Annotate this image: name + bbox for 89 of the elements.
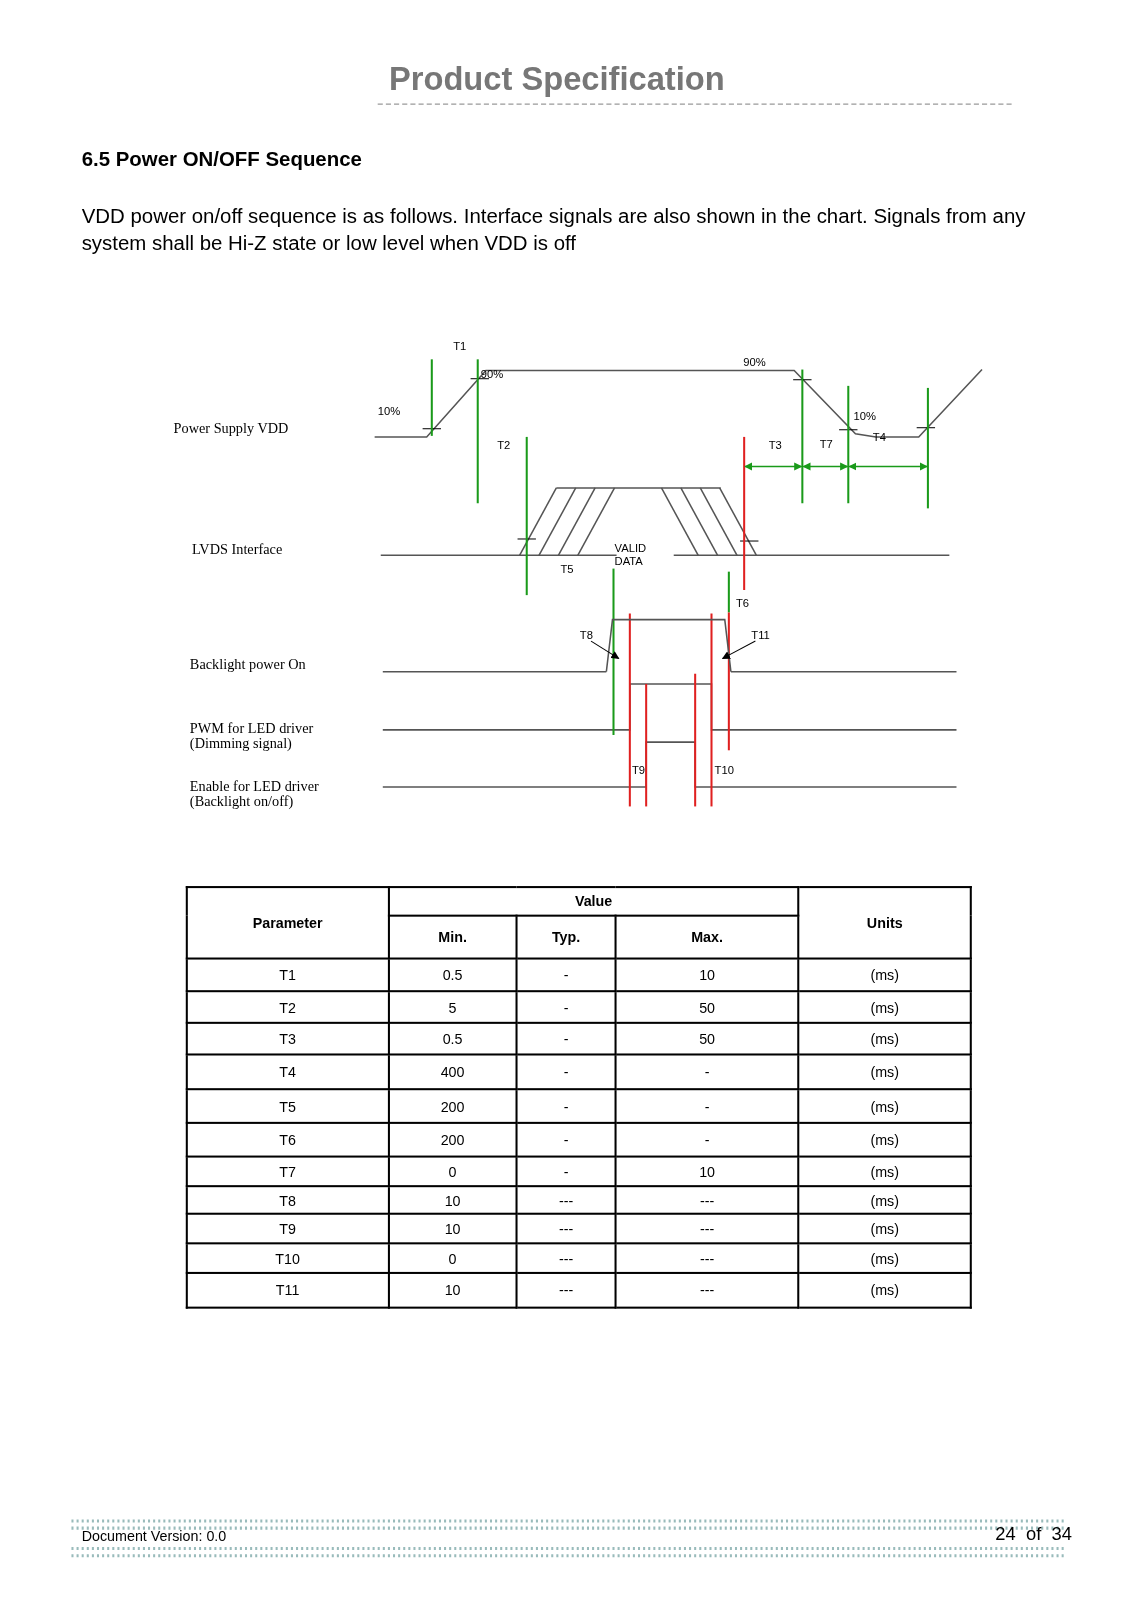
level-label: 10% xyxy=(853,409,876,422)
table-cell: 0.5 xyxy=(388,958,517,992)
table-cell: (ms) xyxy=(798,1213,971,1244)
page-number: 24 of 34 xyxy=(995,1525,1072,1546)
signal-name: LVDS Interface xyxy=(191,542,283,558)
table-cell: T1 xyxy=(186,958,389,992)
table-cell: 200 xyxy=(388,1122,517,1157)
table-cell: T6 xyxy=(186,1122,389,1157)
section-heading: 6.5 Power ON/OFF Sequence xyxy=(81,148,362,171)
table-cell: - xyxy=(516,1122,616,1157)
timing-label: T11 xyxy=(751,628,770,642)
table-cell: (ms) xyxy=(798,1022,971,1055)
table-cell: - xyxy=(615,1122,799,1157)
table-cell: 10 xyxy=(388,1213,517,1244)
table-cell: --- xyxy=(516,1213,616,1244)
table-cell: - xyxy=(615,1054,799,1090)
table-cell: 50 xyxy=(615,1022,799,1055)
table-cell: (ms) xyxy=(798,1089,971,1123)
timing-label: T3 xyxy=(768,438,782,452)
table-cell: T3 xyxy=(186,1022,389,1055)
timing-label: T2 xyxy=(497,438,511,452)
table-cell: --- xyxy=(615,1213,799,1244)
leader-line xyxy=(590,640,620,659)
table-cell: - xyxy=(516,1022,616,1055)
table-cell: T7 xyxy=(186,1156,389,1187)
table-cell: T5 xyxy=(186,1089,389,1123)
table-cell: (ms) xyxy=(798,991,971,1023)
data-state-label: VALID DATA xyxy=(614,542,648,567)
table-cell: - xyxy=(516,991,616,1023)
table-cell: 50 xyxy=(615,991,799,1023)
waveform xyxy=(605,618,732,673)
level-label: 10% xyxy=(377,405,401,418)
table-cell: (ms) xyxy=(798,1243,971,1273)
footer-text: Document Version: 0.0 xyxy=(81,1529,227,1545)
signal-name: Backlight power On xyxy=(189,656,306,673)
table-cell: --- xyxy=(516,1243,616,1273)
timing-label: T9 xyxy=(631,763,645,776)
table-cell: - xyxy=(516,958,616,992)
header-cell: Min. xyxy=(388,915,517,959)
timing-label: T7 xyxy=(819,437,833,451)
table-cell: - xyxy=(516,1054,616,1090)
signal-name: PWM for LED driver (Dimming signal) xyxy=(189,720,315,753)
table-cell: 10 xyxy=(615,1156,799,1187)
table-cell: (ms) xyxy=(798,1156,971,1187)
table-cell: T10 xyxy=(186,1243,389,1273)
timing-label: T10 xyxy=(714,763,734,776)
table-cell: --- xyxy=(615,1243,799,1273)
header-cell: Value xyxy=(388,887,799,916)
table-cell: 0 xyxy=(388,1243,517,1273)
table-cell: (ms) xyxy=(798,1186,971,1214)
table-cell: (ms) xyxy=(798,1272,971,1308)
table-cell: - xyxy=(615,1089,799,1123)
table-cell: (ms) xyxy=(798,1122,971,1157)
leader-line xyxy=(721,640,756,659)
timing-label: T8 xyxy=(579,628,593,642)
timing-label: T4 xyxy=(872,430,886,444)
table-cell: T9 xyxy=(186,1213,389,1244)
table-cell: (ms) xyxy=(798,958,971,992)
timing-label: T5 xyxy=(560,562,574,575)
table-cell: T4 xyxy=(186,1054,389,1090)
table-cell: T11 xyxy=(186,1272,389,1308)
table-cell: 0.5 xyxy=(388,1022,517,1055)
signal-name: Power Supply VDD xyxy=(173,420,289,437)
table-cell: - xyxy=(516,1089,616,1123)
level-label: 90% xyxy=(743,356,766,369)
level-label: 90% xyxy=(480,367,504,380)
table-cell: 200 xyxy=(388,1089,517,1123)
table-cell: --- xyxy=(615,1186,799,1214)
intro-paragraph: VDD power on/off sequence is as follows. Interface signals are also shown in the chart. Signals from any system shall be Hi-Z state or low level when VDD is off xyxy=(81,203,1027,257)
table-cell: T8 xyxy=(186,1186,389,1214)
table-cell: --- xyxy=(615,1272,799,1308)
signal-name: Enable for LED driver (Backlight on/off) xyxy=(189,778,320,811)
table-cell: 10 xyxy=(615,958,799,992)
table-cell: --- xyxy=(516,1186,616,1214)
table-cell: --- xyxy=(516,1272,616,1308)
header-cell: Typ. xyxy=(516,915,616,959)
timing-label: T1 xyxy=(453,339,467,353)
table-cell: - xyxy=(516,1156,616,1187)
table-cell: 5 xyxy=(388,991,517,1023)
table-cell: T2 xyxy=(186,991,389,1023)
page-title: Product Specification xyxy=(388,61,725,98)
header-cell: Parameter xyxy=(186,887,389,959)
table-cell: 10 xyxy=(388,1186,517,1214)
table-cell: (ms) xyxy=(798,1054,971,1090)
table-cell: 10 xyxy=(388,1272,517,1308)
header-cell: Units xyxy=(798,887,971,959)
table-cell: 400 xyxy=(388,1054,517,1090)
timing-label: T6 xyxy=(736,597,750,610)
table-cell: 0 xyxy=(388,1156,517,1187)
